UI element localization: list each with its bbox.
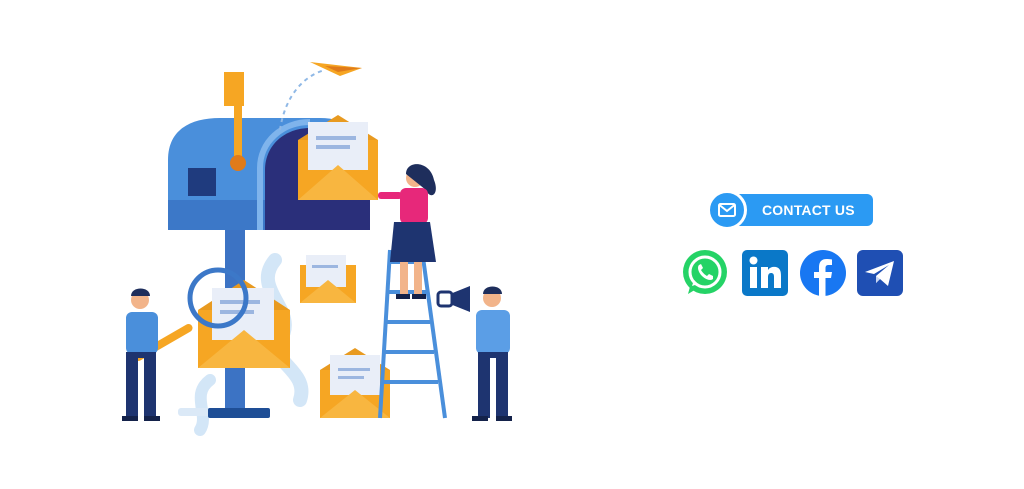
facebook-icon[interactable] (798, 248, 848, 298)
mailbox-illustration (122, 62, 512, 436)
social-links (680, 248, 910, 300)
linkedin-icon[interactable] (740, 248, 790, 298)
contact-us-label: CONTACT US (762, 202, 855, 218)
whatsapp-icon[interactable] (680, 248, 730, 298)
contact-us-pill (725, 194, 873, 226)
telegram-icon[interactable] (855, 248, 905, 298)
mail-icon (707, 190, 747, 230)
contact-us-button[interactable]: CONTACT US (707, 190, 873, 230)
